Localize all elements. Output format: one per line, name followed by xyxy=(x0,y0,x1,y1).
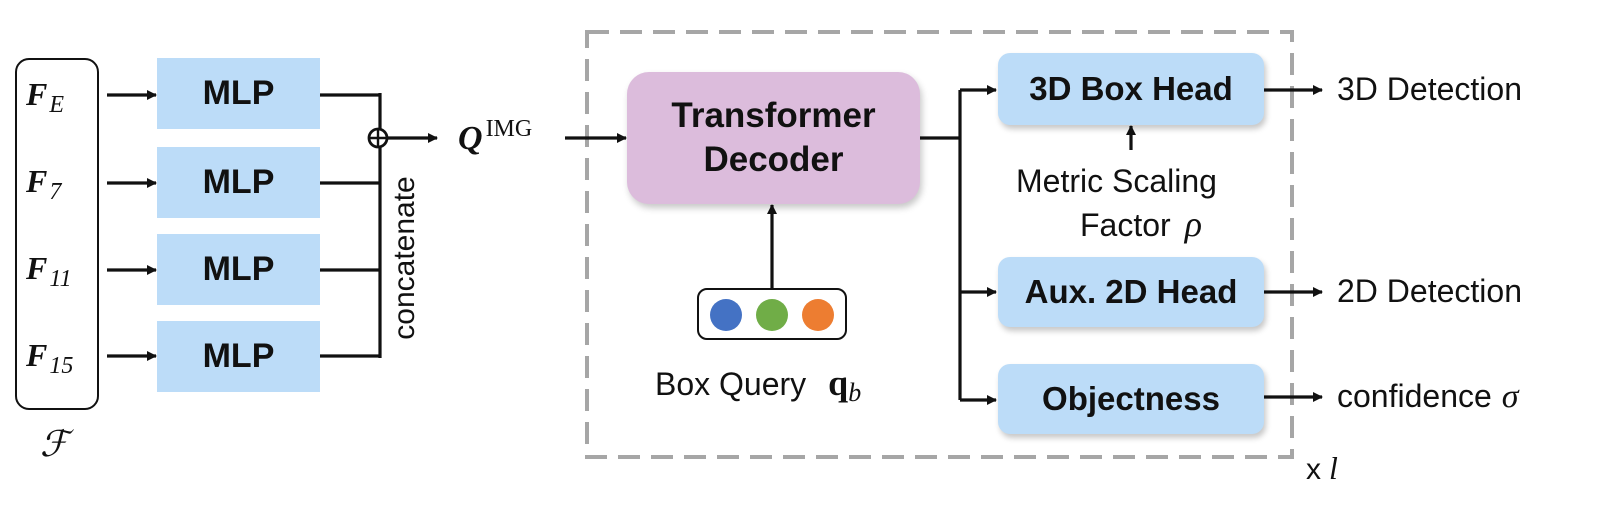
feature-f7: F7 xyxy=(26,163,62,205)
query-dot-blue xyxy=(710,299,742,331)
feature-group xyxy=(15,58,99,410)
output-3d-detection: 3D Detection xyxy=(1337,71,1522,107)
concat-operator-icon xyxy=(367,127,389,149)
mlp-block-15: MLP xyxy=(157,321,320,392)
mlp-block-e: MLP xyxy=(157,58,320,129)
transformer-decoder: Transformer Decoder xyxy=(627,72,920,204)
query-dot-orange xyxy=(802,299,834,331)
feature-f11: F11 xyxy=(26,250,72,292)
repeat-block-border xyxy=(585,30,1294,459)
mlp-block-11: MLP xyxy=(157,234,320,305)
concatenate-label: concatenate xyxy=(388,176,421,340)
feature-fe: FE xyxy=(26,76,65,118)
output-2d-detection: 2D Detection xyxy=(1337,273,1522,309)
feature-f15: F15 xyxy=(26,337,74,379)
aux2d-head: Aux. 2D Head xyxy=(998,257,1264,327)
query-dot-green xyxy=(756,299,788,331)
objectness-head: Objectness xyxy=(998,364,1264,434)
box3d-head: 3D Box Head xyxy=(998,53,1264,125)
box-query-vector xyxy=(697,288,847,340)
metric-scaling-line1: Metric Scaling xyxy=(1016,163,1217,199)
feature-set-label: ℱ xyxy=(40,424,69,464)
mlp-block-7: MLP xyxy=(157,147,320,218)
